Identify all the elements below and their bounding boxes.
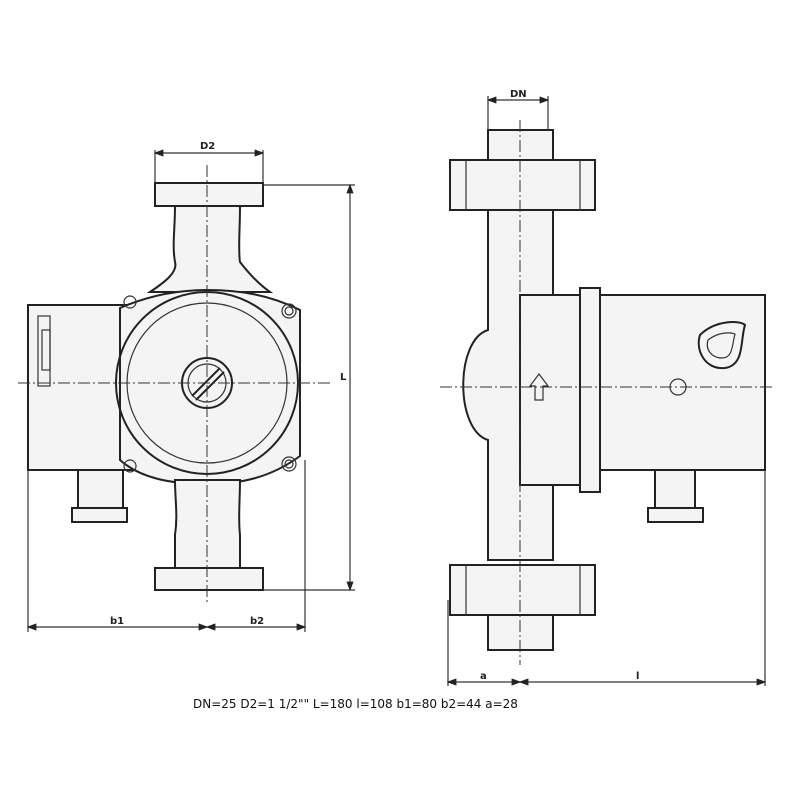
top-pipe: [146, 205, 274, 293]
label-D2: D2: [200, 141, 215, 152]
flow-arrow-icon: [528, 373, 550, 401]
label-l: l: [636, 671, 639, 682]
bottom-flange: [154, 567, 264, 591]
side-view: DN a l: [440, 89, 775, 686]
dimensions-caption: DN=25 D2=1 1/2"" L=180 l=108 b1=80 b2=44…: [193, 697, 518, 711]
label-b2: b2: [250, 616, 264, 627]
label-b1: b1: [110, 616, 124, 627]
motor-body: [599, 294, 766, 471]
label-a: a: [480, 671, 487, 682]
front-view: D2 L b1 b2: [18, 141, 355, 632]
bottom-union: [449, 564, 596, 616]
top-union: [449, 159, 596, 211]
top-flange: [154, 182, 264, 207]
label-DN: DN: [510, 89, 527, 100]
label-L: L: [340, 372, 347, 383]
cable-gland: [77, 469, 124, 511]
